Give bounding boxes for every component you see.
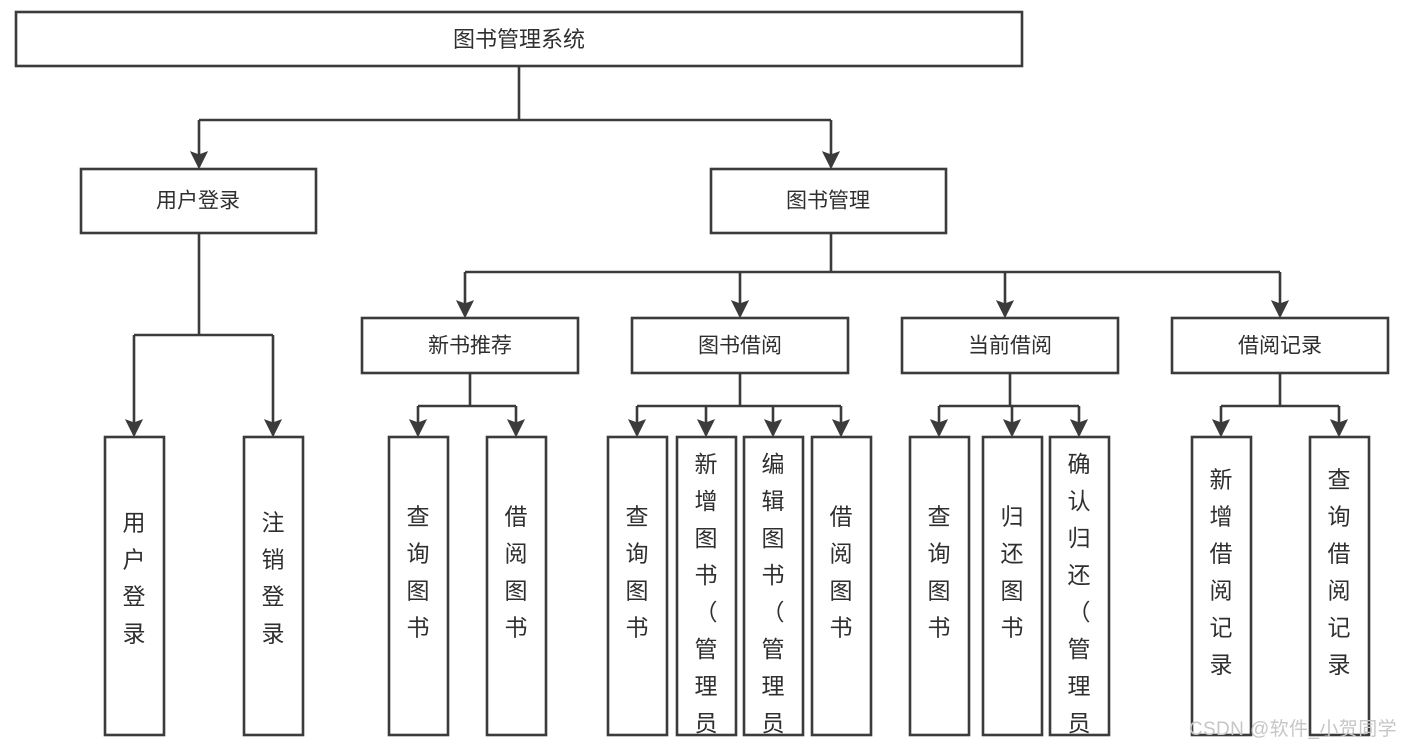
book-manage-box: [709, 167, 948, 235]
borrow-record-label: 借阅记录: [1238, 335, 1322, 358]
node-leaf-query-book-2[interactable]: 查询图书: [606, 435, 669, 737]
node-leaf-query-record[interactable]: 查询借阅记录: [1308, 435, 1371, 737]
node-book-borrow[interactable]: 图书借阅: [630, 316, 850, 375]
node-leaf-borrow-book-1[interactable]: 借阅图书: [485, 435, 548, 737]
book-borrow-label: 图书借阅: [698, 335, 782, 358]
leaf-nodes-layer: 用户登录 注销登录 查询图书 借阅图书 查询图书 新增图书（管理员）: [103, 435, 1371, 747]
node-user-login[interactable]: 用户登录: [79, 167, 318, 235]
leaf-edit-book-box: [742, 435, 805, 737]
leaf-return-book-box: [981, 435, 1044, 737]
node-current-borrow[interactable]: 当前借阅: [900, 316, 1120, 375]
user-login-label: 用户登录: [156, 190, 240, 213]
node-book-manage[interactable]: 图书管理: [709, 167, 948, 235]
leaf-logout-box: [242, 435, 305, 737]
new-book-rec-box: [360, 316, 580, 375]
node-root-system[interactable]: 图书管理系统: [14, 10, 1024, 68]
leaf-add-book-label: 新增图书（管理员）: [695, 451, 718, 747]
node-borrow-record[interactable]: 借阅记录: [1170, 316, 1390, 375]
node-leaf-edit-book[interactable]: 编辑图书（管理员）: [742, 435, 805, 747]
node-leaf-user-login[interactable]: 用户登录: [103, 435, 166, 737]
leaf-query-book-3-label: 查询图书: [928, 504, 951, 641]
node-leaf-confirm-return[interactable]: 确认归还（管理员）: [1048, 435, 1111, 747]
leaf-query-record-label: 查询借阅记录: [1328, 467, 1351, 678]
node-leaf-return-book[interactable]: 归还图书: [981, 435, 1044, 737]
leaf-query-book-3-box: [908, 435, 971, 737]
root-label: 图书管理系统: [453, 27, 585, 52]
node-new-book-rec[interactable]: 新书推荐: [360, 316, 580, 375]
leaf-user-login-label: 用户登录: [123, 510, 146, 647]
leaf-confirm-return-label: 确认归还（管理员）: [1068, 451, 1091, 747]
node-leaf-add-book[interactable]: 新增图书（管理员）: [675, 435, 738, 747]
borrow-record-box: [1170, 316, 1390, 375]
new-book-rec-label: 新书推荐: [428, 335, 512, 358]
node-leaf-borrow-book-2[interactable]: 借阅图书: [810, 435, 873, 737]
leaf-borrow-book-2-box: [810, 435, 873, 737]
root-box: [14, 10, 1024, 68]
csdn-watermark: CSDN @软件_小贺同学: [1188, 719, 1397, 740]
book-borrow-box: [630, 316, 850, 375]
user-login-box: [79, 167, 318, 235]
leaf-return-book-label: 归还图书: [1001, 504, 1024, 641]
current-borrow-label: 当前借阅: [968, 335, 1052, 358]
leaf-user-login-box: [103, 435, 166, 737]
leaf-query-record-box: [1308, 435, 1371, 737]
leaf-add-book-box: [675, 435, 738, 737]
node-leaf-query-book-1[interactable]: 查询图书: [387, 435, 450, 737]
leaf-query-book-1-label: 查询图书: [407, 504, 430, 641]
book-manage-label: 图书管理: [786, 190, 870, 213]
node-leaf-query-book-3[interactable]: 查询图书: [908, 435, 971, 737]
leaf-add-record-box: [1190, 435, 1253, 737]
leaf-borrow-book-1-label: 借阅图书: [505, 504, 528, 641]
node-leaf-logout[interactable]: 注销登录: [242, 435, 305, 737]
node-leaf-add-record[interactable]: 新增借阅记录: [1190, 435, 1253, 737]
leaf-logout-label: 注销登录: [262, 510, 285, 647]
leaf-edit-book-label: 编辑图书（管理员）: [762, 451, 785, 747]
leaf-borrow-book-1-box: [485, 435, 548, 737]
leaf-add-record-label: 新增借阅记录: [1210, 467, 1233, 678]
leaf-borrow-book-2-label: 借阅图书: [830, 504, 853, 641]
current-borrow-box: [900, 316, 1120, 375]
connector-layer: [124, 66, 1349, 438]
leaf-query-book-1-box: [387, 435, 450, 737]
leaf-query-book-2-label: 查询图书: [626, 504, 649, 641]
leaf-query-book-2-box: [606, 435, 669, 737]
leaf-confirm-return-box: [1048, 435, 1111, 737]
